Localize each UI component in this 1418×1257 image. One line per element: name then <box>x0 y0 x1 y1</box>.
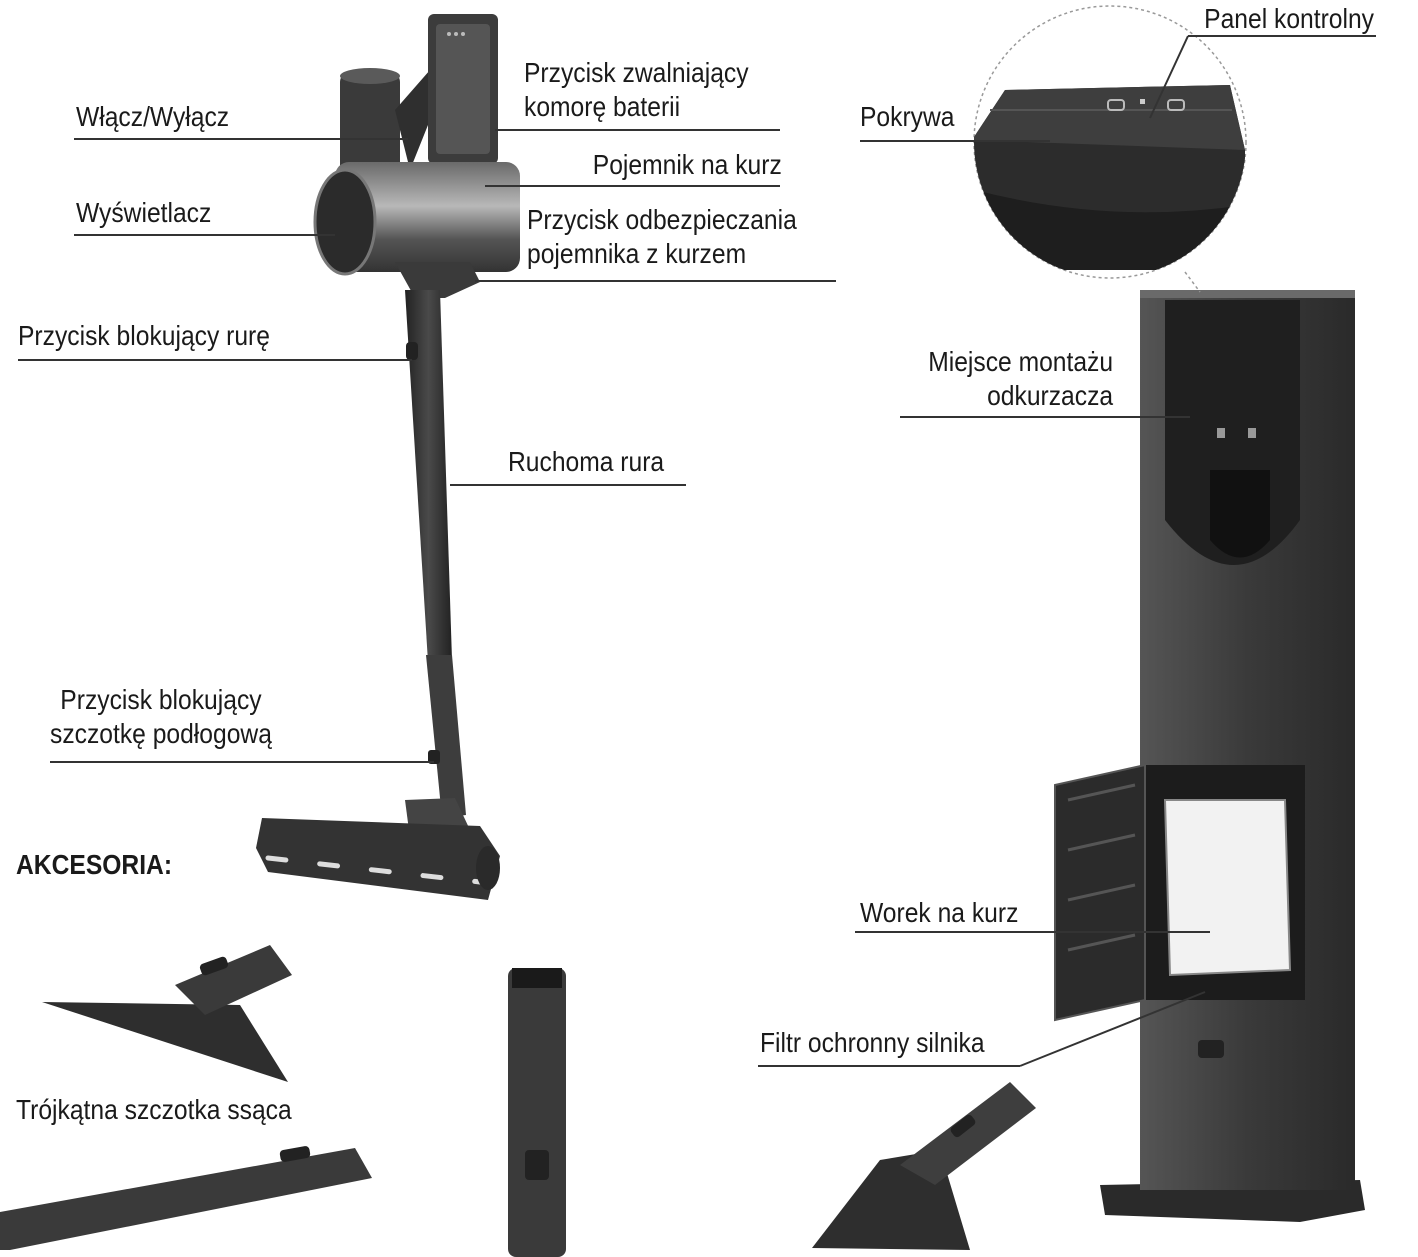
lower-body <box>395 262 480 298</box>
label-dust-bag: Worek na kurz <box>860 897 1019 928</box>
dust-cylinder <box>335 162 520 272</box>
main-tube <box>405 290 452 662</box>
accessory-upholstery-tool <box>812 1082 1036 1250</box>
label-power: Włącz/Wyłącz <box>76 101 230 132</box>
motor-column <box>340 72 400 182</box>
label-mount-place: Miejsce montażu odkurzacza <box>928 346 1113 411</box>
label-triangle-brush: Trójkątna szczotka ssąca <box>16 1094 292 1125</box>
floor-brush <box>256 818 500 900</box>
docking-tower <box>1054 290 1365 1222</box>
accessories-heading: AKCESORIA: <box>16 849 173 880</box>
label-floor-brush-lock: Przycisk blokujący szczotkę podłogową <box>50 684 272 749</box>
stick-vacuum <box>256 14 520 900</box>
accessory-triangle-brush <box>42 945 292 1082</box>
dust-bag-shape <box>1163 799 1292 977</box>
label-dust-container: Pojemnik na kurz <box>593 149 782 180</box>
tube-lock-knob <box>406 342 418 360</box>
label-motor-filter: Filtr ochronny silnika <box>760 1027 985 1058</box>
tower-base <box>1100 1180 1365 1222</box>
leader-lines <box>18 35 1376 1067</box>
label-dust-release: Przycisk odbezpieczania pojemnika z kurz… <box>527 204 797 269</box>
lower-tube <box>426 655 466 818</box>
label-battery-release: Przycisk zwalniający komorę baterii <box>524 57 749 122</box>
label-control-panel: Panel kontrolny <box>1204 3 1374 34</box>
label-lid: Pokrywa <box>860 101 955 132</box>
label-display: Wyświetlacz <box>76 197 212 228</box>
label-movable-tube: Ruchoma rura <box>508 446 665 477</box>
label-tube-lock: Przycisk blokujący rurę <box>18 320 270 351</box>
accessory-crevice-tool <box>0 1146 372 1250</box>
motor-top <box>340 68 400 84</box>
accessory-extension <box>508 968 566 1257</box>
display-face <box>313 168 377 276</box>
lid-zoom <box>973 5 1247 293</box>
battery-panel-face <box>436 24 490 154</box>
